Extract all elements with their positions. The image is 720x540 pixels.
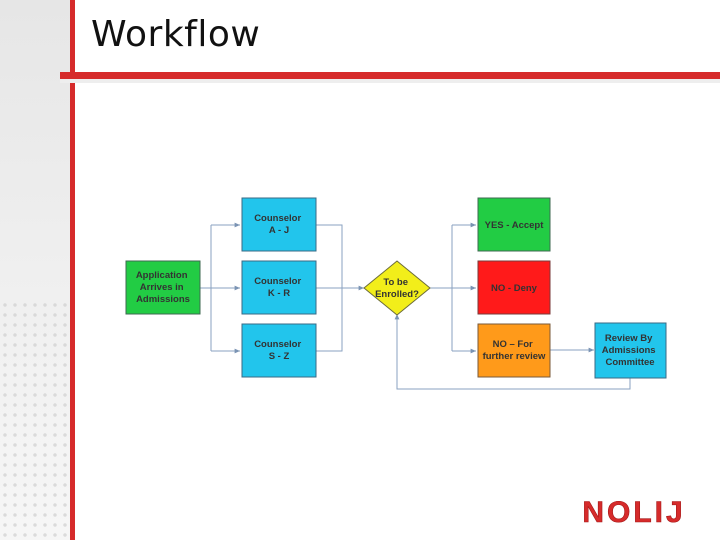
svg-text:Application Arrives in: Application Arrives in Admissions [136,270,190,305]
node-no-deny: NO - Deny [477,260,551,315]
svg-text:NO - Deny: NO - Deny [491,283,538,294]
svg-text:Counselor K - R: Counselor K - R [254,276,304,299]
node-decision-enrolled: To be Enrolled? [363,260,431,316]
svg-text:To be Enrolled?: To be Enrolled? [375,277,419,300]
svg-text:Counselor A - J: Counselor A - J [254,213,304,236]
node-no-further-review: NO – For further review [477,323,551,378]
node-yes-accept: YES - Accept [477,197,551,252]
left-dot-pattern [0,300,70,540]
svg-text:NOLIJ: NOLIJ [582,496,685,526]
slide-title: Workflow [91,14,261,55]
node-counselor-a-j: Counselor A - J [241,197,317,252]
svg-text:YES - Accept: YES - Accept [485,220,545,231]
vertical-accent-line [70,0,75,540]
svg-text:Review By Admissions: Review By Admissions Committee [602,333,659,368]
horizontal-accent-line [60,72,720,79]
node-application: Application Arrives in Admissions [125,260,201,315]
connector-committee-loop-back [394,314,631,390]
svg-text:Counselor S - Z: Counselor S - Z [254,339,304,362]
connectors [200,222,631,390]
svg-text:NO – For further review: NO – For further review [483,339,546,362]
accent-line-shadow [60,79,720,83]
connector-c3-to-merge [316,288,343,352]
node-counselor-s-z: Counselor S - Z [241,323,317,378]
node-counselor-k-r: Counselor K - R [241,260,317,315]
node-admissions-committee: Review By Admissions Committee [594,322,667,379]
connector-c1-to-merge [316,224,343,288]
nolij-logo: NOLIJ [582,496,685,526]
